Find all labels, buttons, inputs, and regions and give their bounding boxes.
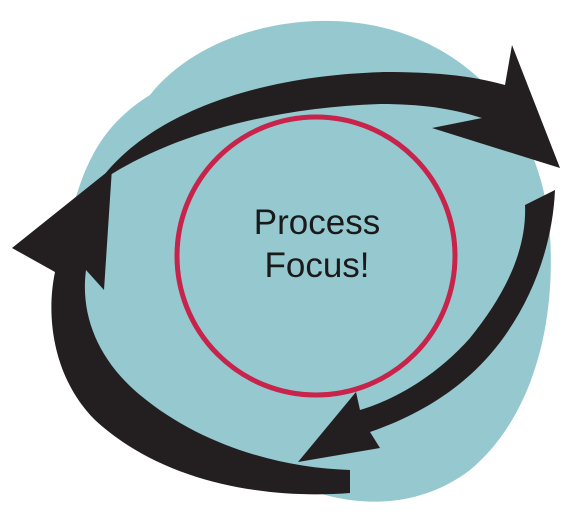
center-ring [174,114,458,398]
center-label: Process Focus! [186,201,448,287]
center-label-line2: Focus! [264,246,370,285]
center-label-line1: Process [253,203,381,242]
cycle-arrow-left [12,168,350,495]
cycle-arrow-top [98,45,560,183]
cycle-arrow-right [298,190,555,462]
